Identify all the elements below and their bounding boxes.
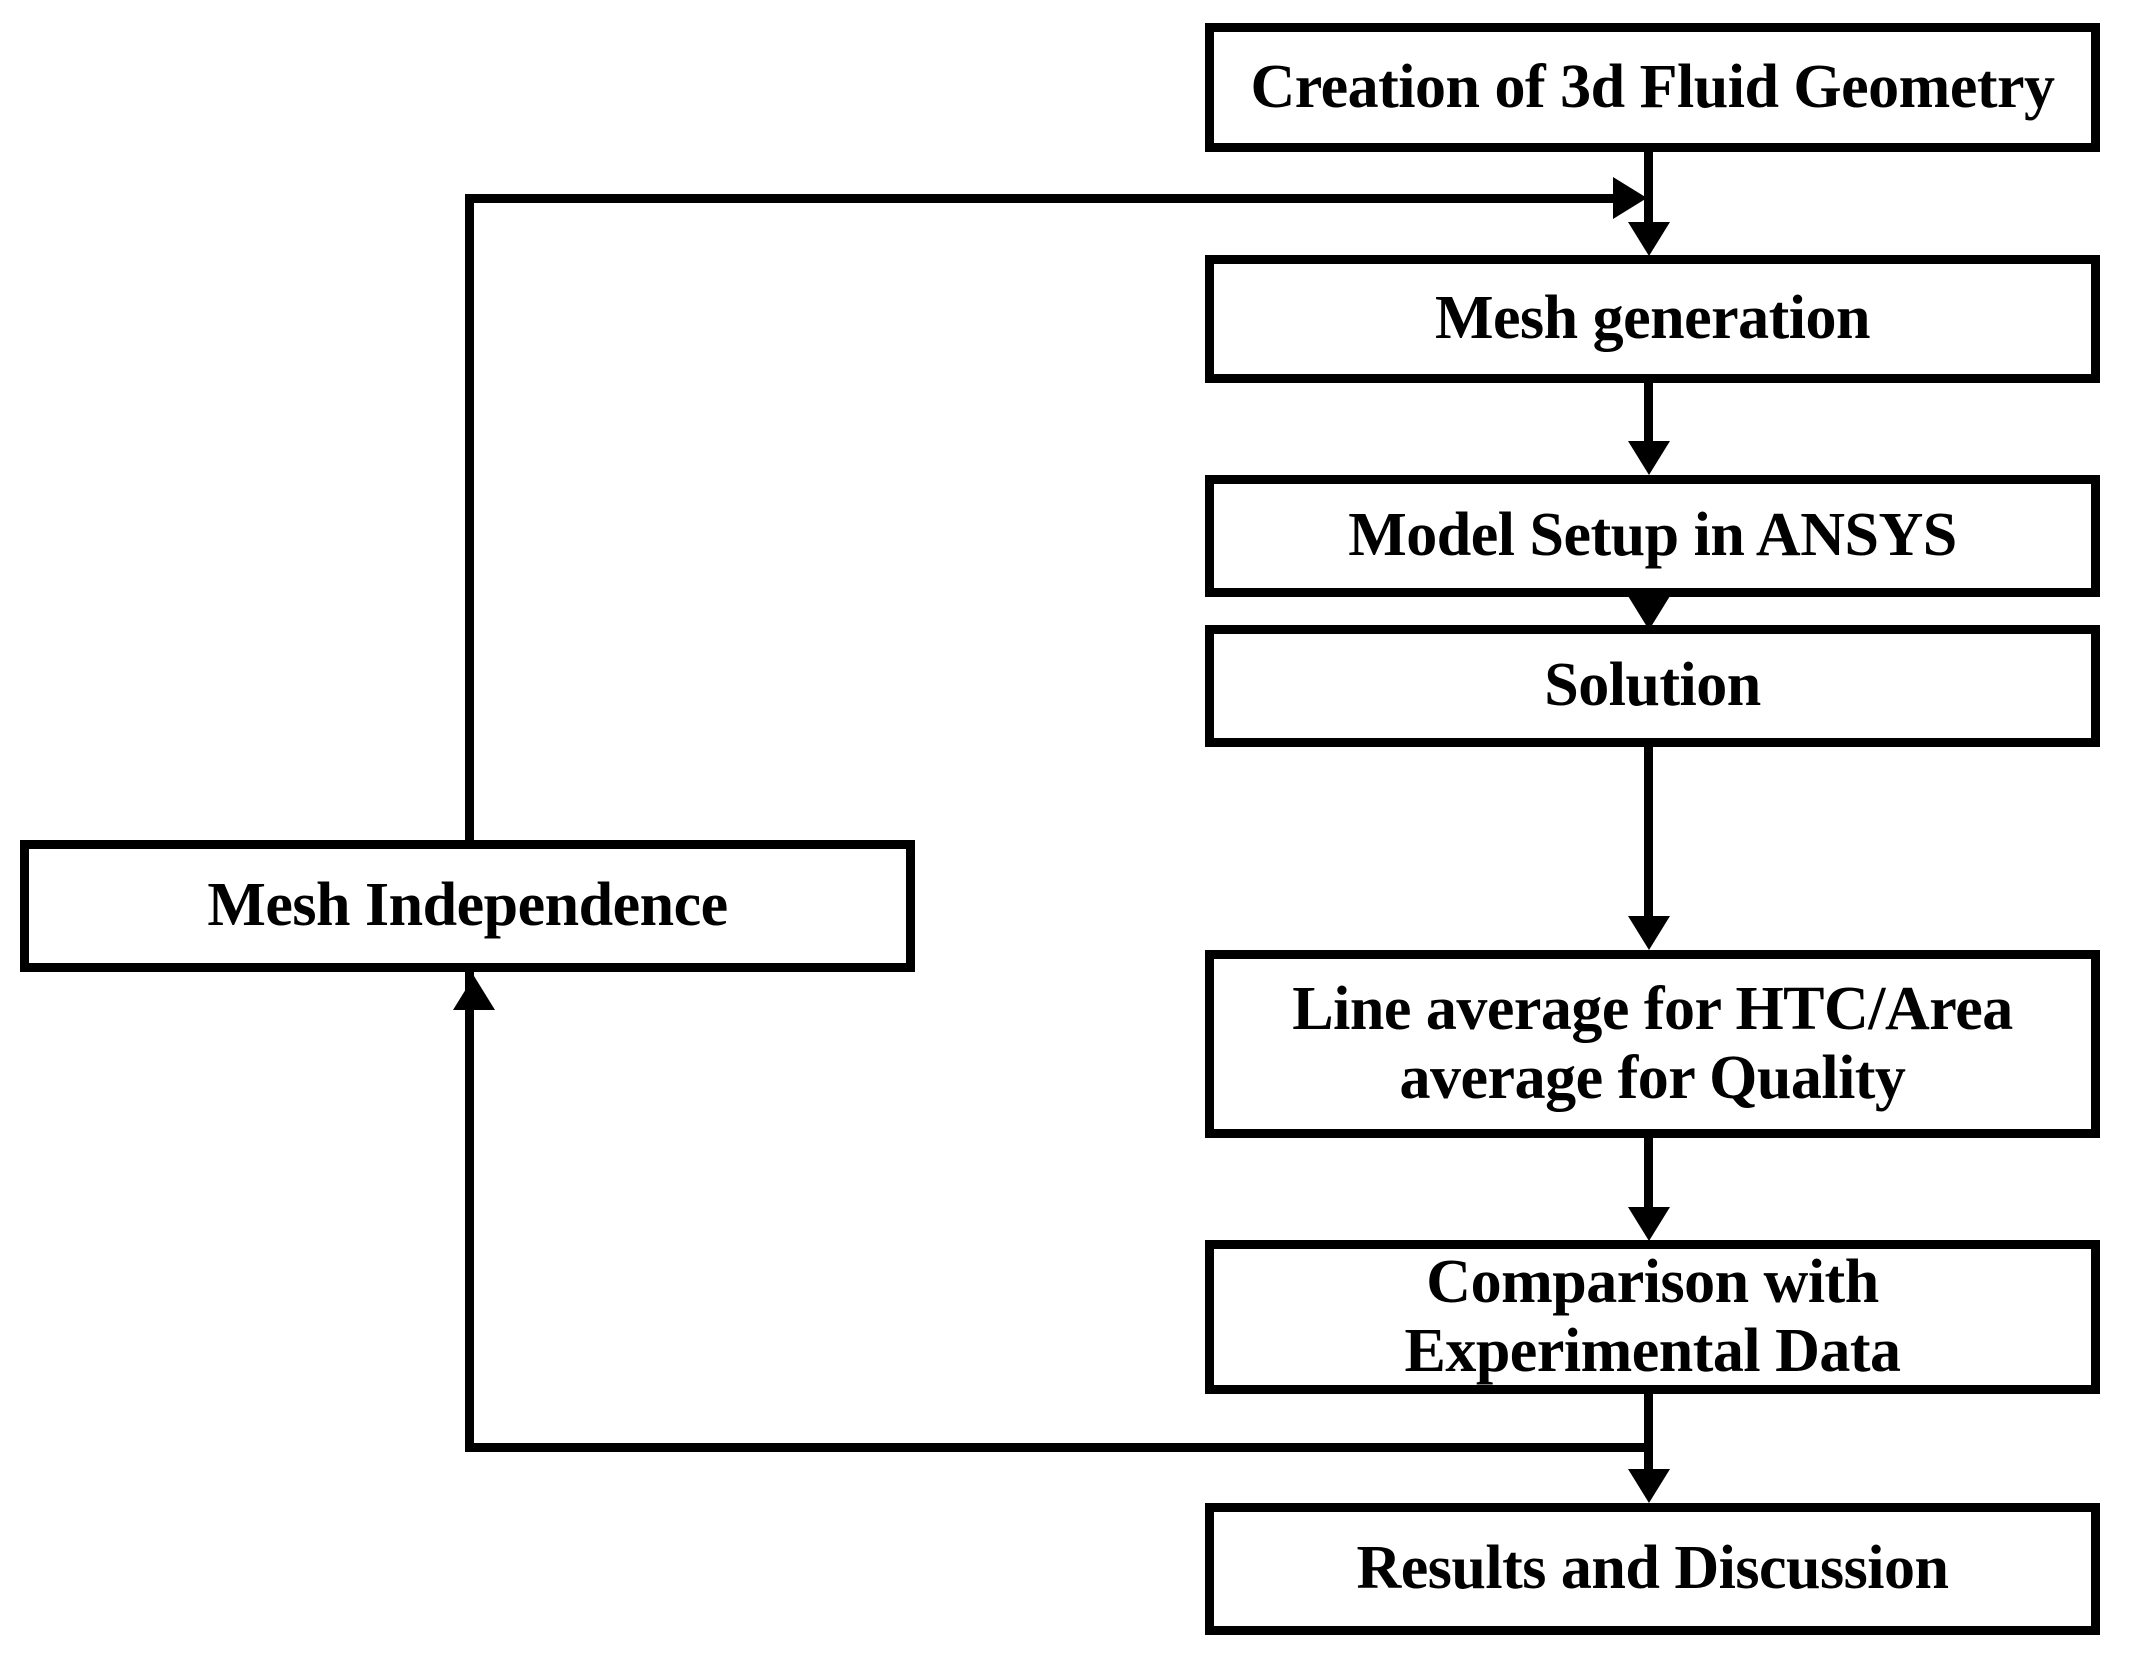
node-label-model-setup-ansys: Model Setup in ANSYS [1348, 501, 1957, 570]
arrowhead-geometry-to-mesh [1628, 222, 1670, 256]
arrowhead-comparison-to-results [1628, 1469, 1670, 1503]
connector-solution-to-lineaverage-line [1644, 718, 1653, 918]
node-creation-3d-fluid-geometry[interactable]: Creation of 3d Fluid Geometry [1205, 23, 2100, 152]
connector-geometry-to-mesh-line [1644, 152, 1653, 230]
node-comparison-experimental-data[interactable]: Comparison with Experimental Data [1205, 1240, 2100, 1394]
node-label-mesh-generation: Mesh generation [1434, 284, 1871, 353]
connector-lineaverage-to-comparison-line [1644, 1137, 1653, 1209]
node-label-solution: Solution [1544, 651, 1761, 720]
connector-feedback-bottom-horizontal [465, 1443, 1653, 1452]
node-label-line-average-htc-area-quality: Line average for HTC/Area average for Qu… [1292, 974, 2013, 1112]
connector-mesh-to-setup-line [1644, 383, 1653, 445]
connector-feedback-left-vertical [465, 194, 474, 1452]
node-model-setup-ansys[interactable]: Model Setup in ANSYS [1205, 475, 2100, 597]
node-solution-actual[interactable]: Solution [1205, 625, 2100, 747]
node-label-comparison-experimental-data: Comparison with Experimental Data [1404, 1247, 1901, 1385]
arrowhead-setup-to-solution [1628, 596, 1670, 630]
node-mesh-independence[interactable]: Mesh Independence [20, 840, 915, 972]
connector-comparison-to-results-line [1644, 1393, 1653, 1471]
connector-feedback-top-horizontal [465, 194, 1617, 203]
node-label-mesh-independence: Mesh Independence [207, 871, 728, 940]
arrowhead-solution-to-lineaverage [1628, 916, 1670, 950]
node-label-creation-3d-fluid-geometry: Creation of 3d Fluid Geometry [1250, 52, 2055, 121]
node-label-results-and-discussion: Results and Discussion [1356, 1534, 1949, 1603]
node-results-and-discussion[interactable]: Results and Discussion [1205, 1503, 2100, 1635]
arrowhead-feedback-into-mesh-generation [1613, 177, 1647, 219]
node-mesh-generation[interactable]: Mesh generation [1205, 255, 2100, 383]
node-line-average-htc-area-quality[interactable]: Line average for HTC/Area average for Qu… [1205, 950, 2100, 1138]
arrowhead-lineaverage-to-comparison [1628, 1207, 1670, 1241]
arrowhead-feedback-into-mesh-independence [453, 976, 495, 1010]
arrowhead-mesh-to-setup [1628, 441, 1670, 475]
